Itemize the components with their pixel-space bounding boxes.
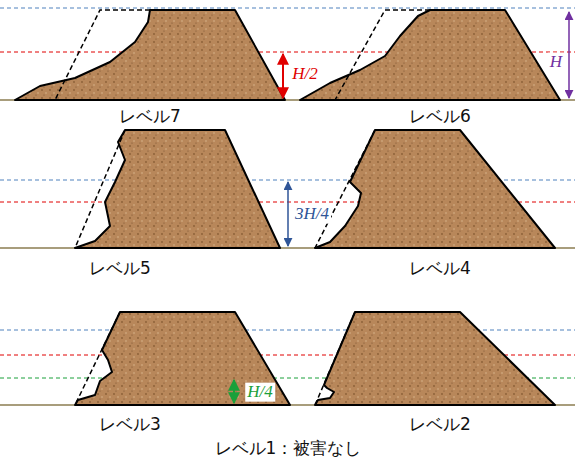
dimension-label: H/2 <box>290 65 320 84</box>
level-label: レベル6 <box>407 107 473 126</box>
dimension-label: H <box>548 53 564 72</box>
level-label: レベル4 <box>407 259 473 278</box>
level-label: レベル1：被害なし <box>213 439 364 458</box>
level-label: レベル7 <box>117 107 183 126</box>
level-label: レベル3 <box>97 415 163 434</box>
level-label: レベル2 <box>407 415 473 434</box>
level-label: レベル5 <box>87 259 153 278</box>
dimension-label: H/4 <box>245 383 275 402</box>
dimension-label: 3H/4 <box>293 205 331 224</box>
